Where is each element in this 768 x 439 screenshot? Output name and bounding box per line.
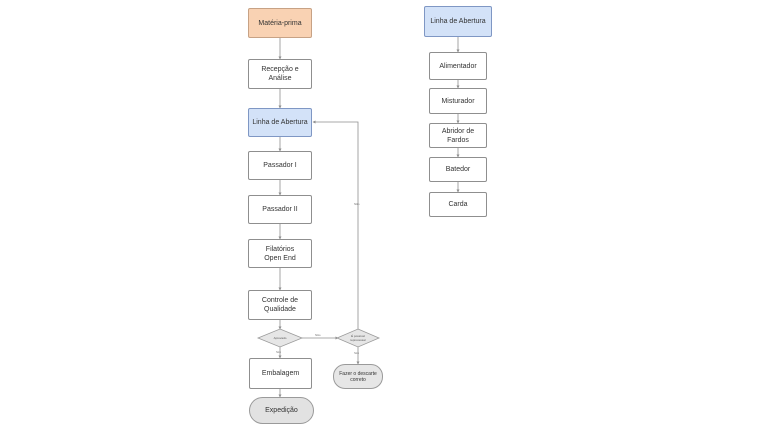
node-linha-de-abertura[interactable]: Linha de Abertura [248,108,312,137]
decision-reprocessar-label: É possível reprocessar [350,334,366,342]
node-carda[interactable]: Carda [429,192,487,217]
decision-aprovado-diamond [256,328,304,348]
edge-label-nao-loop: Não [354,202,360,206]
node-alimentador[interactable]: Alimentador [429,52,487,80]
edge-reprocessar-linha [312,120,359,329]
node-batedor[interactable]: Batedor [429,157,487,182]
node-misturador[interactable]: Misturador [429,88,487,114]
edge-label-nao-decision: Não [315,333,321,337]
node-expedicao[interactable]: Expedição [249,397,314,424]
node-abridor-fardos[interactable]: Abridor de Fardos [429,123,487,148]
node-passador-1[interactable]: Passador I [248,151,312,180]
node-opening-line-title[interactable]: Linha de Abertura [424,6,492,37]
node-controle-qualidade[interactable]: Controle de Qualidade [248,290,312,320]
node-recepcao-analise[interactable]: Recepção e Análise [248,59,312,89]
node-fazer-descarte[interactable]: Fazer o descarte correto [333,364,383,389]
node-filatorios-open-end[interactable]: Filatórios Open End [248,239,312,268]
node-embalagem[interactable]: Embalagem [249,358,312,389]
node-materia-prima[interactable]: Matéria-prima [248,8,312,38]
decision-reprocessar-diamond [335,328,381,348]
decision-aprovado-label: Aprovado [273,336,287,340]
edge-label-sim-aprovado: Sim [276,350,282,354]
edge-label-sim-reprocessar: Sim [354,351,360,355]
node-passador-2[interactable]: Passador II [248,195,312,224]
